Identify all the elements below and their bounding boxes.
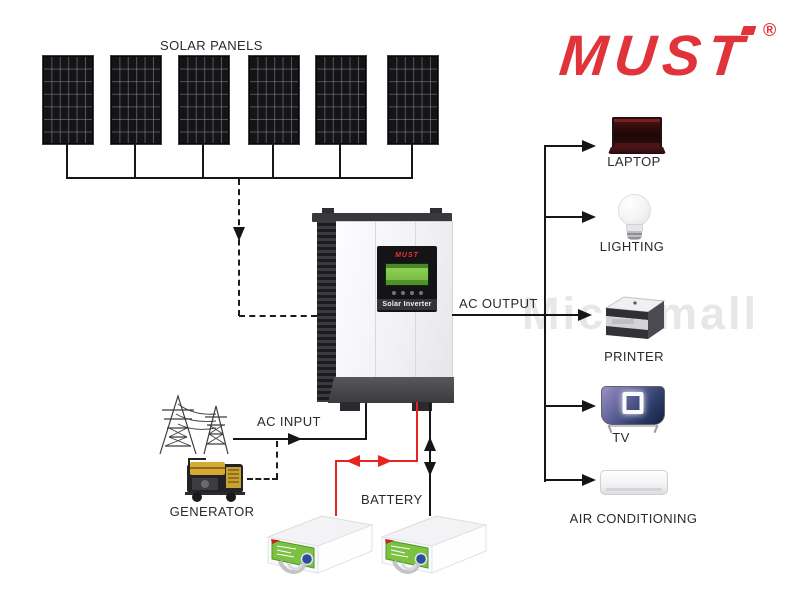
branch-line-laptop	[544, 145, 584, 147]
tv-screen-graphic	[622, 392, 644, 415]
solar-inverter-image: MUST Solar Inverter	[310, 205, 455, 415]
pv-wire	[66, 143, 68, 178]
ac-input-line	[365, 403, 367, 440]
ac-input-label: AC INPUT	[257, 414, 321, 429]
inverter-bottom-section	[328, 377, 454, 403]
inverter-model-label: Solar Inverter	[377, 299, 437, 310]
inverter-brand-text: MUST	[395, 252, 419, 259]
solar-panel	[42, 55, 94, 145]
laptop-keyboard	[608, 147, 666, 154]
light-bulb-icon	[617, 194, 651, 240]
branch-arrow-air-conditioning-icon	[582, 474, 596, 486]
pv-wire	[339, 143, 341, 178]
inverter-lcd-display	[385, 263, 429, 286]
pv-wire	[272, 143, 274, 178]
loads-bus-line	[544, 146, 546, 482]
ac-output-label: AC OUTPUT	[459, 296, 538, 311]
generator-label: GENERATOR	[169, 504, 255, 519]
must-logo-dot-icon	[740, 26, 757, 35]
laptop-label: LAPTOP	[607, 154, 661, 169]
inverter-seam	[375, 222, 376, 385]
battery-icon	[380, 515, 488, 574]
inverter-heatsink	[317, 220, 336, 402]
printer-label: PRINTER	[604, 349, 664, 364]
generator-dashed-line	[276, 441, 278, 479]
tv-screen	[601, 386, 665, 425]
bulb-screw-base	[626, 231, 642, 240]
battery-arrow-down-icon	[424, 462, 436, 476]
pv-dc-dashed-line	[238, 179, 240, 316]
pv-dc-arrow-icon	[233, 227, 245, 241]
battery-red-arrow-left-icon	[346, 455, 360, 467]
power-towers-icon	[159, 393, 229, 455]
registered-trademark-icon: ®	[763, 20, 777, 40]
battery-red-line	[335, 460, 337, 516]
branch-line-air-conditioning	[544, 479, 584, 481]
branch-line-tv	[544, 405, 584, 407]
inverter-foot	[412, 402, 432, 411]
lighting-label: LIGHTING	[599, 239, 665, 254]
ac-output-arrow-icon	[578, 309, 592, 321]
battery-red-arrow-right-icon	[378, 455, 392, 467]
solar-panel	[387, 55, 439, 145]
solar-panel	[315, 55, 367, 145]
must-logo-text: MUST	[556, 24, 753, 88]
bulb-globe	[617, 194, 651, 227]
bulb-neck	[625, 224, 643, 231]
inverter-mount-tab	[322, 208, 334, 215]
ac-input-arrow-icon	[288, 433, 302, 445]
battery-label: BATTERY	[361, 492, 423, 507]
laptop-icon	[608, 117, 666, 154]
inverter-front-panel: MUST Solar Inverter	[377, 246, 437, 312]
tv-icon	[601, 386, 665, 434]
battery-red-line	[416, 402, 418, 462]
printer-icon	[604, 296, 666, 339]
battery-arrow-up-icon	[424, 437, 436, 451]
ac-output-line	[452, 314, 580, 316]
inverter-buttons	[377, 291, 437, 295]
must-brand-logo: MUST ®	[556, 20, 795, 92]
branch-arrow-laptop-icon	[582, 140, 596, 152]
solar-panels-label: SOLAR PANELS	[160, 38, 263, 53]
solar-panel	[110, 55, 162, 145]
pv-wire	[134, 143, 136, 178]
branch-line-lighting	[544, 216, 584, 218]
inverter-mount-tab	[430, 208, 442, 215]
inverter-top-bar	[312, 213, 452, 222]
air-conditioner-icon	[600, 470, 668, 495]
air-conditioning-label: AIR CONDITIONING	[569, 511, 698, 526]
tv-soundbar	[609, 425, 657, 427]
battery-red-line	[335, 460, 418, 462]
tv-label: TV	[612, 430, 630, 445]
inverter-foot	[340, 402, 360, 411]
pv-wire	[202, 143, 204, 178]
pv-dc-dashed-line	[239, 315, 317, 317]
battery-black-line	[429, 403, 431, 516]
generator-dashed-line	[247, 478, 278, 480]
air-conditioner-vent	[606, 488, 662, 491]
generator-icon	[185, 458, 245, 502]
solar-panel	[178, 55, 230, 145]
laptop-screen	[612, 117, 662, 147]
pv-bus-line	[66, 177, 413, 179]
battery-icon	[266, 515, 374, 574]
branch-arrow-lighting-icon	[582, 211, 596, 223]
solar-panel	[248, 55, 300, 145]
pv-wire	[411, 143, 413, 178]
branch-arrow-tv-icon	[582, 400, 596, 412]
